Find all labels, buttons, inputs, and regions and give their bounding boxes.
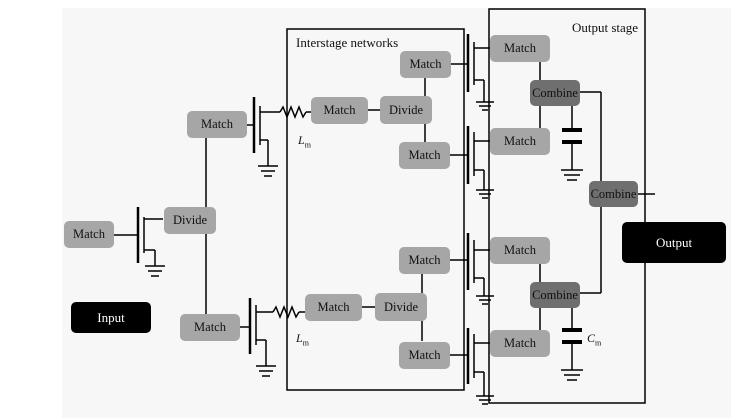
output-terminal: Output bbox=[622, 222, 726, 263]
upper-driver-match-block: Match bbox=[187, 111, 247, 138]
inductor-label-upper: Lm bbox=[298, 133, 311, 149]
lower-driver-match-block: Match bbox=[180, 314, 240, 341]
output-match-1-block: Match bbox=[490, 35, 550, 62]
lower-interstage-match-block: Match bbox=[305, 294, 362, 321]
interstage-networks-label: Interstage networks bbox=[296, 35, 399, 50]
output-stage-region-box bbox=[488, 8, 646, 404]
inductor-label-lower: Lm bbox=[296, 331, 309, 347]
interstage-region-box bbox=[286, 28, 465, 391]
inductor-symbol: L bbox=[298, 133, 305, 147]
lower-interstage-top-match-block: Match bbox=[399, 247, 450, 274]
lower-combine-block: Combine bbox=[530, 282, 580, 308]
upper-combine-block: Combine bbox=[530, 80, 580, 106]
input-terminal: Input bbox=[71, 302, 151, 333]
capacitor-subscript: m bbox=[595, 338, 602, 348]
capacitor-label: Cm bbox=[587, 331, 601, 347]
upper-interstage-top-match-block: Match bbox=[400, 51, 451, 78]
output-match-3-block: Match bbox=[490, 237, 550, 264]
upper-interstage-match-block: Match bbox=[311, 97, 368, 124]
output-match-2-block: Match bbox=[490, 128, 550, 155]
lower-interstage-divide-block: Divide bbox=[375, 293, 427, 321]
upper-interstage-bottom-match-block: Match bbox=[399, 142, 450, 169]
inductor-subscript: m bbox=[304, 140, 311, 150]
output-match-4-block: Match bbox=[490, 330, 550, 357]
input-divide-block: Divide bbox=[164, 207, 216, 234]
inductor-subscript: m bbox=[302, 338, 309, 348]
lower-interstage-bottom-match-block: Match bbox=[399, 342, 450, 369]
upper-interstage-divide-block: Divide bbox=[380, 96, 432, 124]
final-combine-block: Combine bbox=[589, 181, 638, 207]
capacitor-symbol: C bbox=[587, 331, 596, 345]
inductor-symbol: L bbox=[296, 331, 303, 345]
output-stage-label: Output stage bbox=[572, 20, 639, 35]
input-match-block: Match bbox=[64, 221, 114, 248]
